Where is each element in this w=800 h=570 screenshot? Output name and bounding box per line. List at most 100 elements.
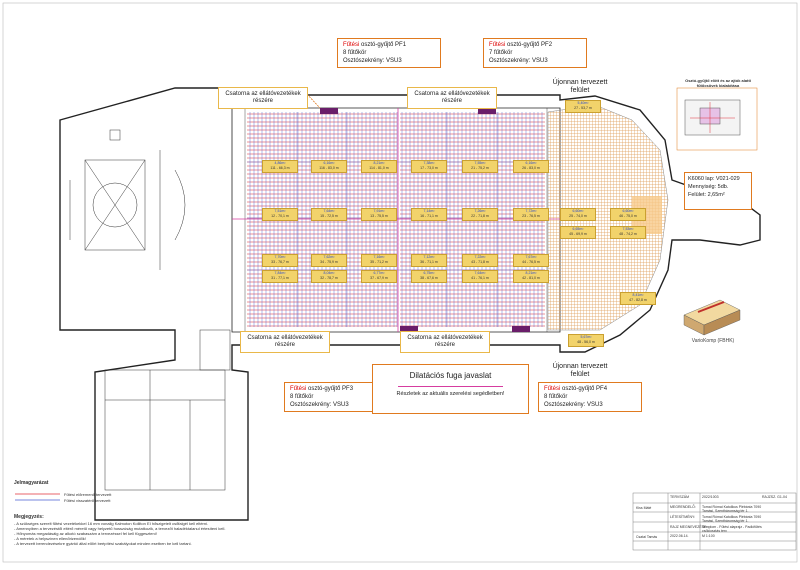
new-surface-label-top: Újonnan tervezett felület [552, 79, 608, 94]
zone-area: 7,62m² [323, 255, 335, 259]
dilatation-line-sample [398, 386, 503, 387]
tower-structure [69, 129, 231, 491]
zone-length: 41 - 76,1 m [471, 276, 489, 280]
zone-area: 8,04m² [323, 271, 335, 275]
zone-area: 7,72m² [525, 209, 537, 213]
zone-length: 32 - 78,7 m [320, 276, 338, 280]
zone-length: 46 - 75,0 m [619, 214, 637, 218]
pf3-cabinet: Osztószekrény: VSU3 [290, 402, 349, 408]
tb-row-extra: RAJZSZ. G1-04 [762, 495, 787, 499]
zone-length: 26 - 83,0 m [522, 166, 540, 170]
zone-length: 48 - 74,2 m [619, 232, 637, 236]
tb-row-label: TERVSZÁM [670, 495, 689, 499]
note-line: - A szükséges szerelt fűtési vezetékekke… [14, 521, 209, 526]
zone-length: 45 - 69,9 m [569, 232, 587, 236]
zone-area: 6,75m² [423, 271, 435, 275]
manifolds [320, 108, 530, 332]
zone-length: 35 - 71,2 m [370, 260, 388, 264]
zone-area: 7,14m² [423, 209, 435, 213]
zone-area: 6,16m² [323, 161, 335, 165]
notes-title: Megjegyzés: [14, 514, 44, 520]
supply-label-line1: Csatorna az ellátóvezetékek [407, 335, 483, 341]
zone-length: 31 - 77,1 m [271, 276, 289, 280]
pf3-title: osztó-gyűjtő PF3 [308, 386, 354, 392]
zone-length: 38 - 67,6 m [420, 276, 438, 280]
zone-area: 7,64m² [323, 209, 335, 213]
distributor-pf2: Fűtési osztó-gyűjtő PF2 7 fűtőkör Osztós… [483, 38, 587, 68]
title-block-frame [632, 492, 797, 551]
tb-row-value: Templom - Fűtési alaprajz - Padlófűtés c… [702, 525, 762, 533]
zone-area: 6,16m² [525, 161, 537, 165]
tb-row-label: MEGRENDELŐ: [670, 505, 696, 509]
variokomp-icon [683, 299, 741, 336]
zone-length: 23 - 76,5 m [522, 214, 540, 218]
pf1-circuits: 8 fűtőkör [343, 50, 367, 56]
dilatation-box: Dilatációs fuga javaslat Részletek az ak… [372, 364, 529, 414]
tb-row-value: Tornai Római Katolikus Plébánia 7090 Tam… [702, 515, 762, 523]
pf1-title: osztó-gyűjtő PF1 [361, 42, 407, 48]
zone-length: 43 - 71,8 m [471, 260, 489, 264]
dilatation-subtitle: Részletek az aktuális szerelési segédlet… [396, 391, 505, 397]
zone-length: 22 - 71,8 m [471, 214, 489, 218]
zone-area: 4,86m² [274, 161, 286, 165]
zone-length: 34 - 75,9 m [320, 260, 338, 264]
distributor-pf3: Fűtési osztó-gyűjtő PF3 8 fűtőkör Osztós… [284, 382, 388, 412]
zone-length: 36 - 71,1 m [420, 260, 438, 264]
zone-length: 21 - 75,2 m [471, 166, 489, 170]
zone-area: 7,22m² [474, 255, 486, 259]
k6060-quantity: Mennyiség: 5db. [688, 184, 729, 190]
detail-thumbnail [676, 87, 758, 151]
zone-length: 33 - 76,7 m [271, 260, 289, 264]
note-line: - A tervezett berendezésekre gyártói ált… [14, 541, 192, 546]
k6060-sheet: K6060 lap: V021-029 [688, 176, 740, 182]
note-line: - Hőnyomás megadásáig az alkotó szabaszá… [14, 531, 157, 536]
zone-area: 7,12m² [423, 255, 435, 259]
legend-lines [15, 493, 60, 501]
zone-area: 5,40m² [577, 101, 589, 105]
zone-length: 13 - 75,5 m [370, 214, 388, 218]
zone-length: 25 - 74,0 m [569, 214, 587, 218]
zone-area: 5,67m² [580, 335, 592, 339]
zone-length: 116 - 83,0 m [319, 166, 339, 170]
pf2-cabinet: Osztószekrény: VSU3 [489, 58, 548, 64]
zone-area: 8,21m² [373, 161, 385, 165]
zone-length: 114 - 81,0 m [369, 166, 389, 170]
zone-area: 7,38m² [423, 161, 435, 165]
zone-area: 6,77m² [373, 271, 385, 275]
k6060-box: K6060 lap: V021-029 Mennyiség: 5db. Felü… [684, 172, 752, 210]
supply-label-line1: Csatorna az ellátóvezetékek [247, 335, 323, 341]
legend-supply: Fűtési előremenő tervezett [64, 492, 112, 497]
zone-area: 6,60m² [622, 209, 634, 213]
new-surface-label-bottom: Újonnan tervezett felület [552, 363, 608, 378]
zone-length: 12 - 70,1 m [271, 214, 289, 218]
pf2-title: osztó-gyűjtő PF2 [507, 42, 553, 48]
legend-title: Jelmagyarázat [14, 480, 49, 486]
tb-row-label: RAJZ MEGNEVEZÉSE: [670, 525, 708, 529]
zone-area: 7,53m² [622, 227, 634, 231]
tb-row-label: LÉTESÍTMÉNY: [670, 515, 696, 519]
pf3-circuits: 8 fűtőkör [290, 394, 314, 400]
note-line: - Amennyiben a tervezéstől eltérő méretű… [14, 526, 226, 531]
zone-area: 7,84m² [274, 271, 286, 275]
